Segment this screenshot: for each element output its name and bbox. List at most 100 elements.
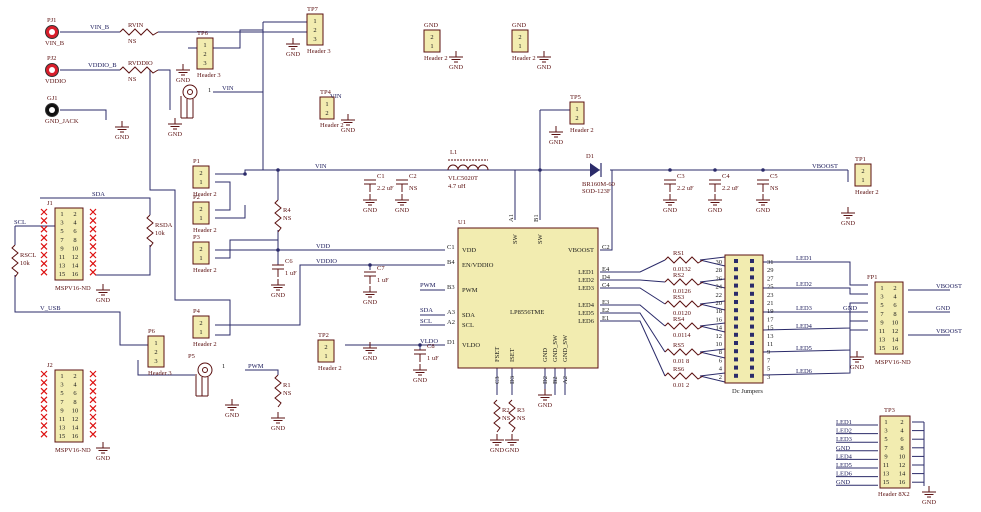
header-ref: P4 bbox=[193, 308, 201, 315]
tp3-net-label: GND bbox=[836, 445, 850, 452]
jumper-pin bbox=[734, 332, 738, 337]
net-label-led6: LED6 bbox=[796, 368, 813, 375]
wire bbox=[762, 329, 868, 376]
resistor-ref: R3 bbox=[517, 407, 525, 414]
ic-pin-name: LED6 bbox=[578, 318, 595, 325]
connector-pin-number: 16 bbox=[72, 433, 79, 440]
resistor-ref: RS3 bbox=[673, 294, 684, 301]
jumper-pin bbox=[750, 349, 754, 354]
no-connect-x bbox=[40, 242, 48, 250]
header-pin-number: 3 bbox=[203, 60, 206, 67]
resistor-ref: RS6 bbox=[673, 366, 685, 373]
jumper-pin bbox=[734, 275, 738, 280]
tp3-pin-number: 3 bbox=[884, 428, 887, 435]
tp3-pin-number: 8 bbox=[900, 445, 903, 452]
header-pin-number: 1 bbox=[325, 101, 328, 108]
capacitor bbox=[272, 264, 284, 277]
connector-pin-number: 3 bbox=[60, 382, 63, 389]
resistor bbox=[664, 278, 704, 286]
resistor bbox=[664, 372, 704, 380]
jumper-pin-number: 16 bbox=[716, 316, 723, 323]
header-label: Header 2 bbox=[193, 267, 217, 274]
header-label: Header 2 bbox=[193, 191, 217, 198]
header-pin-number: 2 bbox=[324, 344, 327, 351]
header-label: Header 2 bbox=[193, 341, 217, 348]
resistor-value: NS bbox=[283, 390, 292, 397]
ground-symbol bbox=[756, 194, 770, 206]
connector-ref: J1 bbox=[47, 200, 53, 207]
ic-pin-number: B2 bbox=[552, 376, 559, 384]
capacitor bbox=[364, 179, 376, 192]
ground-symbol bbox=[96, 284, 110, 296]
resistor-zigzag bbox=[664, 372, 704, 380]
connector-pin-number: 1 bbox=[60, 373, 63, 380]
header bbox=[317, 339, 335, 363]
jumper-pin-number: 7 bbox=[767, 357, 771, 364]
connector-pin-number: 4 bbox=[893, 294, 897, 301]
resistor-zigzag bbox=[664, 300, 704, 308]
jumper-pin-number: 6 bbox=[719, 357, 723, 364]
capacitor-ref: C3 bbox=[677, 173, 685, 180]
capacitor-ref: C5 bbox=[770, 173, 778, 180]
resistor bbox=[274, 199, 282, 233]
ic-ref: U1 bbox=[458, 219, 466, 226]
jumper-pin bbox=[750, 373, 754, 378]
net-label-pwm: PWM bbox=[248, 363, 264, 370]
jumper-pin-number: 26 bbox=[716, 275, 723, 282]
ic-pin-number: D4 bbox=[602, 274, 611, 281]
wire bbox=[14, 275, 148, 346]
header-ref: P2 bbox=[193, 194, 200, 201]
junction-dot bbox=[368, 263, 372, 267]
jumper-pin bbox=[750, 267, 754, 272]
resistor-value: NS bbox=[517, 415, 526, 422]
wire bbox=[699, 372, 726, 377]
connector-pin-number: 4 bbox=[73, 382, 77, 389]
connector-pin-number: 2 bbox=[893, 285, 896, 292]
resistor-value: 10k bbox=[155, 230, 166, 237]
wire bbox=[600, 170, 613, 251]
wire bbox=[763, 287, 868, 295]
ic-u1 bbox=[457, 227, 599, 369]
ic-pin-name: VLDO bbox=[462, 342, 480, 349]
jumper-pin bbox=[750, 324, 754, 329]
capacitor-ref: C2 bbox=[409, 173, 417, 180]
connector-pin-number: 13 bbox=[59, 263, 66, 270]
resistor-ref: RSDA bbox=[155, 222, 173, 229]
header-label: Header 2 bbox=[320, 122, 344, 129]
ground-symbol bbox=[271, 279, 285, 291]
jumper-pin-number: 12 bbox=[716, 333, 723, 340]
resistor bbox=[274, 374, 282, 408]
connector-pin-number: 5 bbox=[60, 390, 63, 397]
connector-pin-number: 5 bbox=[60, 228, 63, 235]
resistor-ref: R4 bbox=[283, 207, 291, 214]
ic-pin-number: D3 bbox=[509, 376, 516, 384]
tp3-net-label: LED5 bbox=[836, 462, 852, 469]
resistor-zigzag bbox=[508, 399, 516, 433]
tp3-net-label: LED1 bbox=[836, 419, 852, 426]
wire bbox=[215, 205, 246, 219]
resistor-value: 0.0120 bbox=[673, 310, 691, 317]
wire bbox=[699, 281, 726, 289]
wire bbox=[699, 325, 726, 333]
net-label-vboost: VBOOST bbox=[936, 328, 962, 335]
jumper-pin-number: 31 bbox=[767, 259, 774, 266]
jumper-pin bbox=[734, 259, 738, 263]
jumper-pin-number: 23 bbox=[767, 292, 774, 299]
wire bbox=[95, 245, 151, 276]
tp3-pin-number: 2 bbox=[900, 419, 903, 426]
jumper-pin-number: 22 bbox=[716, 292, 723, 299]
header-8x2-tp3 bbox=[879, 415, 911, 489]
jack-name: VDDIO bbox=[45, 78, 66, 85]
header-pin-number: 2 bbox=[313, 27, 316, 34]
header-body bbox=[511, 29, 529, 53]
no-connect-x bbox=[40, 396, 48, 404]
capacitor bbox=[757, 179, 769, 192]
ground-symbol bbox=[549, 126, 563, 138]
connector-pin-number: 7 bbox=[60, 399, 64, 406]
resistor-value: NS bbox=[128, 76, 137, 83]
connector-ref: J2 bbox=[47, 362, 53, 369]
ic-pin-name: GND bbox=[542, 348, 549, 362]
wire bbox=[215, 239, 278, 259]
wire bbox=[699, 375, 726, 383]
header-ref: GND bbox=[512, 22, 526, 29]
